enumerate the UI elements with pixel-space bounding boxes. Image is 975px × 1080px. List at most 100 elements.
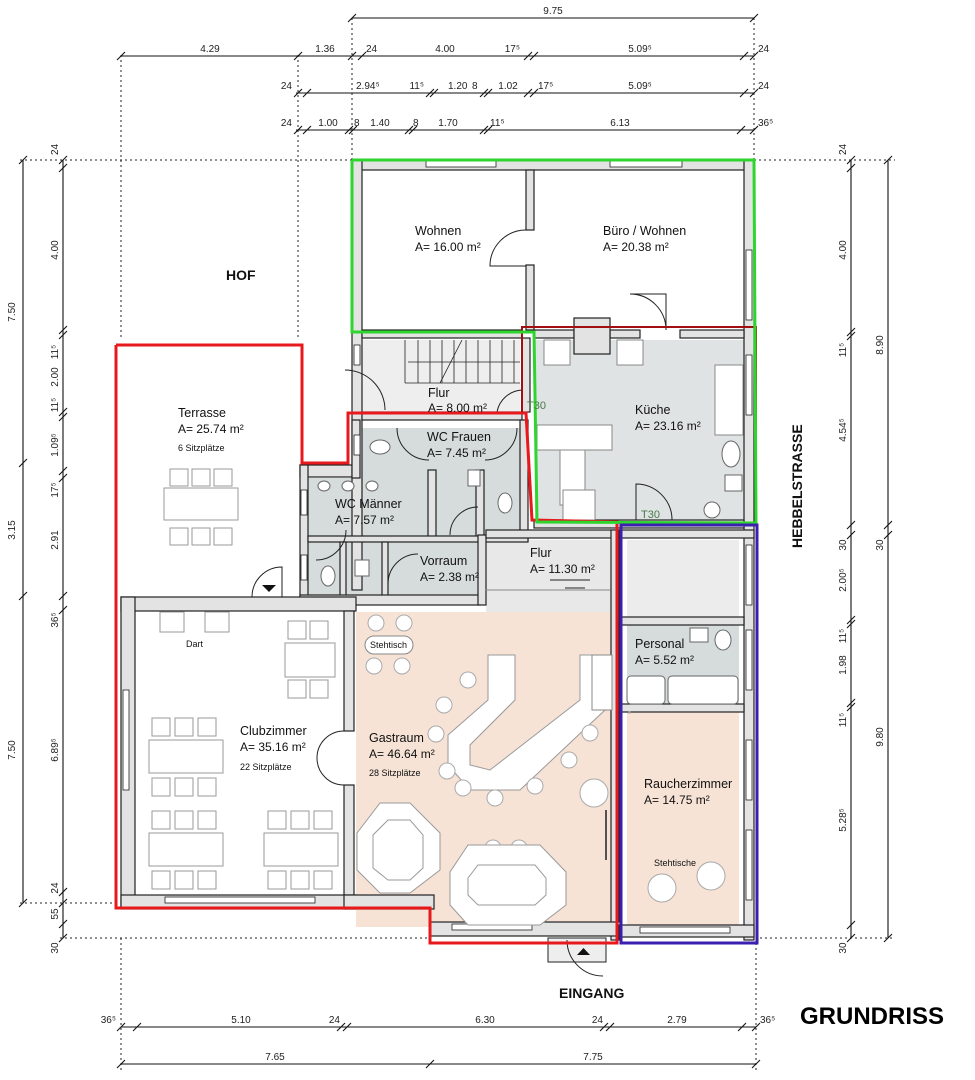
room-clubzimmer-seats: 22 Sitzplätze — [240, 762, 292, 772]
dim-left-inner: 55 — [50, 908, 61, 920]
dim-top-1: 4.00 — [435, 44, 455, 55]
dim-left-inner: 24 — [50, 882, 61, 894]
dim-top-1: 1.36 — [315, 44, 335, 55]
dim-right-inner: 5.28⁵ — [838, 808, 849, 832]
dim-bottom-1: 24 — [329, 1015, 341, 1026]
dim-left-inner: 30 — [50, 942, 61, 954]
room-flur-mid-name: Flur — [530, 546, 552, 560]
room-terrasse-area: A= 25.74 m² — [178, 422, 244, 436]
bottom-dimensions: 36⁵ 5.10 24 6.30 24 2.79 36⁵ 7.65 7.75 — [101, 938, 775, 1070]
room-vorraum-name: Vorraum — [420, 554, 467, 568]
dim-top-1: 17⁵ — [505, 44, 520, 55]
room-buero-name: Büro / Wohnen — [603, 224, 686, 238]
dim-bottom-1: 24 — [592, 1015, 604, 1026]
dim-bottom-1: 36⁵ — [101, 1015, 116, 1026]
room-kueche-name: Küche — [635, 403, 670, 417]
dim-top-3: 11⁵ — [490, 118, 505, 129]
dim-right-inner: 30 — [838, 539, 849, 551]
entrance-arrow-icon — [577, 948, 590, 955]
room-raucherzimmer-note: Stehtische — [654, 858, 696, 868]
dim-left-inner: 2.00 — [50, 367, 61, 387]
room-flur-top-name: Flur — [428, 386, 450, 400]
dim-right-outer: 30 — [875, 539, 886, 551]
dim-bottom-2: 7.75 — [583, 1052, 603, 1063]
dim-top-2: 1.20 — [448, 81, 468, 92]
dim-top-2: 24 — [281, 81, 293, 92]
room-buero-area: A= 20.38 m² — [603, 240, 669, 254]
left-dimensions: 7.50 3.15 7.50 24 4.00 11⁵ 2.00 11⁵ 1.09… — [7, 143, 430, 954]
plan-title: GRUNDRISS — [800, 1003, 944, 1030]
dim-top-3: 36⁵ — [758, 118, 773, 129]
dim-left-inner: 1.09⁵ — [50, 433, 61, 457]
dim-left-outer: 7.50 — [7, 302, 18, 322]
dim-bottom-1: 36⁵ — [760, 1015, 775, 1026]
room-terrasse-name: Terrasse — [178, 406, 226, 420]
dim-top-2: 17⁵ — [538, 81, 553, 92]
dim-left-inner: 24 — [50, 143, 61, 155]
room-clubzimmer-area: A= 35.16 m² — [240, 740, 306, 754]
dim-right-inner: 30 — [838, 942, 849, 954]
furniture — [148, 339, 744, 926]
dim-top-1: 5.09⁵ — [628, 44, 652, 55]
dim-top-2: 5.09⁵ — [628, 81, 652, 92]
room-raucherzimmer-name: Raucherzimmer — [644, 777, 732, 791]
dim-bottom-1: 6.30 — [475, 1015, 495, 1026]
room-vorraum-area: A= 2.38 m² — [420, 570, 479, 584]
dim-top-2: 8 — [472, 81, 478, 92]
room-terrasse-seats: 6 Sitzplätze — [178, 443, 225, 453]
room-wc-frauen-name: WC Frauen — [427, 430, 491, 444]
room-wc-maenner-area: A= 7.57 m² — [335, 513, 394, 527]
right-dimensions: 24 4.00 11⁵ 4.54⁵ 30 2.00⁵ 11⁵ 1.98 11⁵ … — [754, 143, 895, 954]
street-label: HEBBELSTRASSE — [789, 424, 805, 548]
dim-top-2: 24 — [758, 81, 770, 92]
room-wc-maenner-name: WC Männer — [335, 497, 402, 511]
room-gastraum-area: A= 46.64 m² — [369, 747, 435, 761]
fire-door-label: T30 — [527, 400, 546, 412]
dim-top-3: 8 — [413, 118, 419, 129]
doors — [251, 229, 673, 977]
dim-bottom-1: 2.79 — [667, 1015, 687, 1026]
dim-top-total: 9.75 — [543, 6, 563, 17]
stehtisch-label: Stehtisch — [370, 640, 407, 650]
dim-left-inner: 36⁵ — [50, 612, 61, 627]
zone-green-outline — [350, 158, 758, 525]
fire-door-label: T30 — [641, 509, 660, 521]
dim-top-3: 1.40 — [370, 118, 390, 129]
dim-left-inner: 4.00 — [50, 240, 61, 260]
room-clubzimmer-name: Clubzimmer — [240, 724, 307, 738]
dim-right-inner: 11⁵ — [838, 629, 849, 644]
stairs — [404, 339, 520, 384]
room-gastraum-seats: 28 Sitzplätze — [369, 768, 421, 778]
room-personal-name: Personal — [635, 637, 684, 651]
dim-right-inner: 4.00 — [838, 240, 849, 260]
room-personal-area: A= 5.52 m² — [635, 653, 694, 667]
dim-top-3: 1.00 — [318, 118, 338, 129]
dim-right-inner: 11⁵ — [838, 343, 849, 358]
dim-bottom-2: 7.65 — [265, 1052, 285, 1063]
dim-bottom-1: 5.10 — [231, 1015, 251, 1026]
zone-outlines — [114, 158, 759, 945]
dim-top-2: 2.94⁵ — [356, 81, 380, 92]
zone-blue-outline — [619, 523, 759, 945]
dim-left-inner: 17⁵ — [50, 482, 61, 497]
dim-top-1: 24 — [758, 44, 770, 55]
dim-top-3: 6.13 — [610, 118, 630, 129]
top-dimensions: 9.75 4.29 1.36 24 4.00 17⁵ 5.09⁵ 24 24 2… — [116, 6, 773, 340]
room-labels: HOF Wohnen A= 16.00 m² Büro / Wohnen A= … — [178, 224, 944, 1030]
dim-top-3: 8 — [354, 118, 360, 129]
dim-right-outer: 8.90 — [875, 335, 886, 355]
zone-red-outline — [114, 343, 619, 945]
room-gastraum-name: Gastraum — [369, 731, 424, 745]
dim-top-3: 24 — [281, 118, 293, 129]
dim-top-1: 24 — [366, 44, 378, 55]
entrance-label: EINGANG — [559, 985, 624, 1001]
room-wc-frauen-area: A= 7.45 m² — [427, 446, 486, 460]
terrace-door-arrow-icon — [262, 585, 276, 592]
dim-right-inner: 1.98 — [838, 655, 849, 675]
room-wohnen-name: Wohnen — [415, 224, 461, 238]
dim-left-outer: 3.15 — [7, 520, 18, 540]
dim-top-1: 4.29 — [200, 44, 220, 55]
dim-right-inner: 24 — [838, 143, 849, 155]
dim-left-inner: 2.91 — [50, 530, 61, 550]
